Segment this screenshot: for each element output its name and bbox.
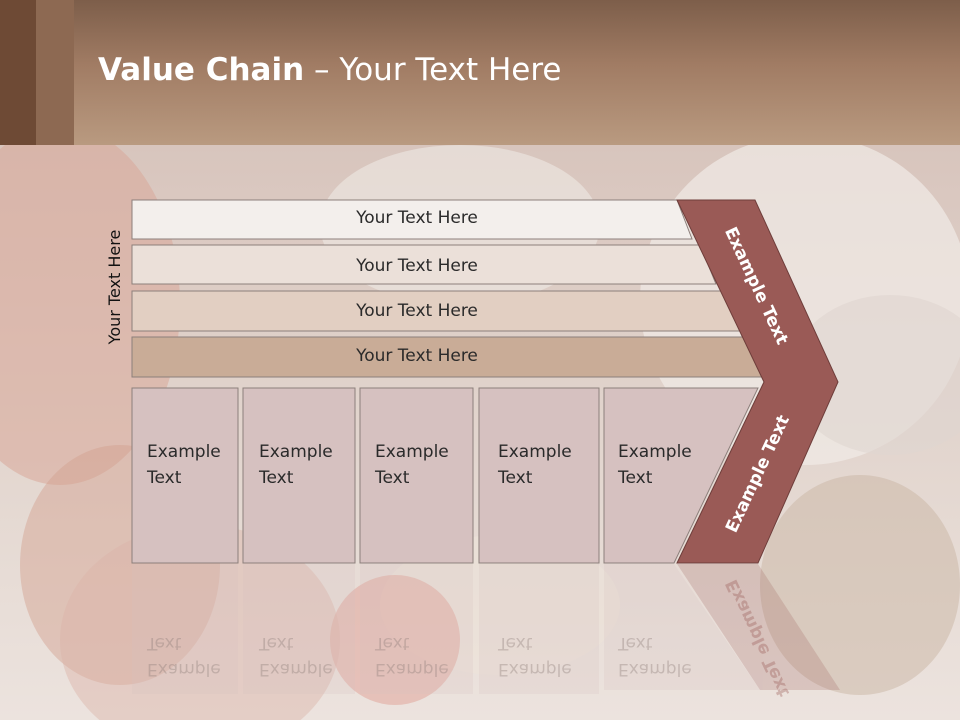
row-label[interactable]: Your Text Here bbox=[356, 301, 478, 321]
title-bar: Value Chain – Your Text Here bbox=[0, 0, 960, 145]
title-bold: Value Chain bbox=[98, 52, 305, 88]
row-bar bbox=[131, 199, 693, 240]
slide-title[interactable]: Value Chain – Your Text Here bbox=[98, 52, 561, 88]
reflection-label: Example Text bbox=[147, 630, 221, 682]
row-label[interactable]: Your Text Here bbox=[356, 256, 478, 276]
column-reflection bbox=[132, 564, 238, 694]
column-label-line: Example bbox=[618, 442, 692, 462]
chevron-reflection bbox=[677, 564, 840, 690]
row-bar bbox=[131, 244, 717, 285]
column-label-line: Text bbox=[498, 468, 533, 488]
reflection-line: Example bbox=[147, 659, 221, 679]
column-label-line: Text bbox=[375, 468, 410, 488]
reflection-label: Example Text bbox=[259, 630, 333, 682]
column-reflection bbox=[360, 564, 473, 694]
column-label-line: Text bbox=[618, 468, 653, 488]
column-box bbox=[242, 387, 356, 564]
header-stripe bbox=[36, 0, 74, 145]
reflection-line: Text bbox=[375, 633, 410, 653]
diagram-reflection bbox=[132, 564, 840, 694]
column-reflection bbox=[243, 564, 355, 694]
column-box bbox=[131, 387, 239, 564]
reflection-line: Example bbox=[375, 659, 449, 679]
chevron-arrow bbox=[676, 199, 839, 564]
header-stripe bbox=[0, 0, 36, 145]
reflection-label: Example Text bbox=[375, 630, 449, 682]
reflection-line: Example bbox=[618, 659, 692, 679]
reflection-line: Example bbox=[498, 659, 572, 679]
column-label-line: Example bbox=[259, 442, 333, 462]
reflection-line: Text bbox=[147, 633, 182, 653]
column-reflection bbox=[604, 564, 760, 690]
reflection-line: Text bbox=[618, 633, 653, 653]
column-label-line: Text bbox=[259, 468, 294, 488]
reflection-label: Example Text bbox=[498, 630, 572, 682]
column-label-line: Example bbox=[498, 442, 572, 462]
side-label[interactable]: Your Text Here bbox=[105, 229, 124, 345]
column-label-line: Example bbox=[147, 442, 221, 462]
row-label[interactable]: Your Text Here bbox=[356, 208, 478, 228]
reflection-line: Text bbox=[498, 633, 533, 653]
reflection-line: Text bbox=[259, 633, 294, 653]
column-box bbox=[603, 387, 759, 564]
reflection-line: Example bbox=[259, 659, 333, 679]
title-rest: – Your Text Here bbox=[304, 52, 562, 88]
column-box bbox=[359, 387, 474, 564]
column-label-line: Text bbox=[147, 468, 182, 488]
column-label-line: Example bbox=[375, 442, 449, 462]
reflection-label: Example Text bbox=[618, 630, 692, 682]
row-label[interactable]: Your Text Here bbox=[356, 346, 478, 366]
column-box bbox=[478, 387, 600, 564]
column-reflection bbox=[479, 564, 599, 694]
